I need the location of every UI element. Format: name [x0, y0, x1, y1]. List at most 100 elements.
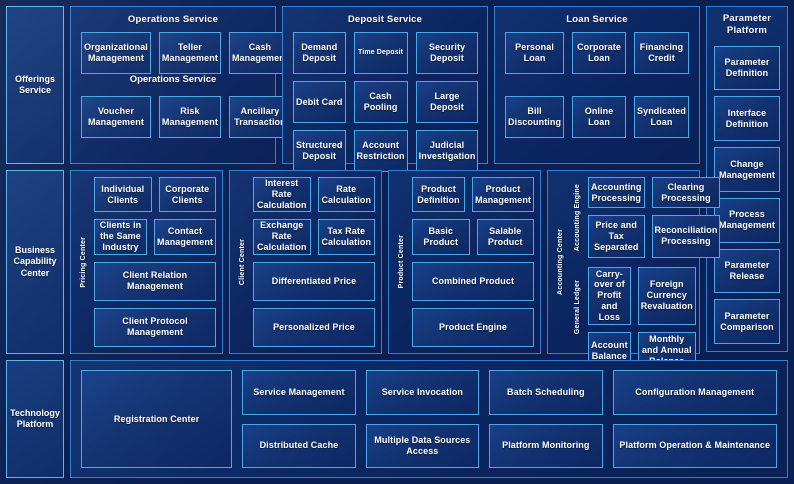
- parameter-item[interactable]: Interface Definition: [714, 96, 780, 142]
- technology-platform-panel: Registration Center Service Management D…: [70, 360, 788, 478]
- service-item[interactable]: Debit Card: [293, 81, 346, 123]
- service-item[interactable]: Time Deposit: [353, 32, 408, 74]
- service-item[interactable]: Cash Management: [228, 32, 291, 74]
- technology-item[interactable]: Distributed Cache: [242, 423, 356, 468]
- accounting-item[interactable]: Reconciliation Processing: [651, 215, 721, 258]
- row-label-business-capability-center: Business Capability Center: [6, 170, 64, 354]
- service-items-operations: Operations Service Organizational Manage…: [71, 30, 291, 163]
- capability-item[interactable]: Individual Clients: [94, 177, 152, 213]
- service-item[interactable]: Cash Pooling: [353, 81, 408, 123]
- technology-item[interactable]: Platform Operation & Maintenance: [612, 423, 777, 468]
- technology-column: Batch Scheduling Platform Monitoring: [489, 370, 603, 468]
- technology-item[interactable]: Service Management: [242, 370, 356, 415]
- technology-item[interactable]: Service Invocation: [365, 370, 480, 415]
- service-item[interactable]: Security Deposit: [415, 32, 479, 74]
- capability-pair: Basic Product Salable Product: [412, 219, 534, 255]
- accounting-item[interactable]: Price and Tax Separated: [588, 215, 645, 258]
- capability-center-vlabel: Product Center: [395, 177, 408, 347]
- service-item[interactable]: Account Restriction: [353, 130, 408, 172]
- service-group-title-deposit: Deposit Service: [347, 14, 423, 25]
- technology-platform-row: Technology Platform Registration Center …: [6, 360, 788, 478]
- technology-item[interactable]: Configuration Management: [612, 370, 777, 415]
- capability-item[interactable]: Interest Rate Calculation: [253, 177, 311, 213]
- capability-item[interactable]: Client Protocol Management: [94, 307, 216, 347]
- capability-pair: Individual Clients Corporate Clients: [94, 177, 216, 213]
- accounting-center-vlabel: Accounting Center: [554, 177, 567, 347]
- row-label-offerings-service: Offerings Service: [6, 6, 64, 164]
- capability-center-vlabel-text: Product Center: [398, 235, 405, 289]
- service-item[interactable]: Corporate Loan: [572, 32, 626, 74]
- service-group-operations: Operations Service Operations Service Or…: [70, 6, 291, 164]
- row-label-technology-platform: Technology Platform: [6, 360, 64, 478]
- accounting-item[interactable]: Clearing Processing: [651, 177, 721, 209]
- capability-center-vlabel-text: Client Center: [239, 238, 246, 286]
- technology-item[interactable]: Batch Scheduling: [489, 370, 603, 415]
- capability-center-accounting: Accounting Center Accounting Engine Acco…: [547, 170, 721, 370]
- capability-pair: Clients in the Same Industry Contact Man…: [94, 219, 216, 255]
- capability-item[interactable]: Basic Product: [412, 219, 470, 255]
- offerings-service-stage: Operations Service Operations Service Or…: [70, 6, 700, 172]
- service-item[interactable]: Online Loan: [572, 96, 626, 138]
- service-item[interactable]: Risk Management: [158, 96, 221, 138]
- capability-center-pricing: Pricing Center Individual Clients Corpor…: [70, 170, 223, 354]
- capability-center-client: Client Center Interest Rate Calculation …: [229, 170, 382, 354]
- capability-item[interactable]: Product Management: [472, 177, 534, 213]
- parameter-item[interactable]: Change Management: [714, 147, 780, 192]
- parameter-item[interactable]: Parameter Definition: [714, 45, 780, 91]
- general-ledger-items: Carry-over of Profit and Loss Foreign Cu…: [588, 266, 696, 370]
- capability-item[interactable]: Clients in the Same Industry: [94, 219, 147, 255]
- capability-item[interactable]: Salable Product: [476, 219, 534, 255]
- service-item[interactable]: Large Deposit: [415, 81, 479, 123]
- service-item[interactable]: Personal Loan: [505, 32, 565, 74]
- service-group-title-loan: Loan Service: [566, 14, 628, 25]
- service-items-deposit: Demand Deposit Time Deposit Security Dep…: [283, 30, 487, 182]
- service-group-deposit: Deposit Service Demand Deposit Time Depo…: [282, 6, 488, 172]
- accounting-center-vlabel-text: Accounting Center: [557, 228, 564, 295]
- service-item[interactable]: Ancillary Transaction: [228, 96, 291, 138]
- service-item[interactable]: Structured Deposit: [293, 130, 346, 172]
- technology-item-registration-center[interactable]: Registration Center: [81, 370, 233, 468]
- service-group-loan: Loan Service Personal Loan Corporate Loa…: [494, 6, 700, 164]
- business-capability-row: Business Capability Center Pricing Cente…: [6, 170, 788, 370]
- service-item[interactable]: Financing Credit: [633, 32, 689, 74]
- accounting-item[interactable]: Accounting Processing: [588, 177, 645, 209]
- accounting-engine-items: Accounting Processing Clearing Processin…: [588, 177, 721, 258]
- capability-item[interactable]: Personalized Price: [253, 307, 375, 347]
- capability-item[interactable]: Product Definition: [412, 177, 465, 213]
- capability-item[interactable]: Product Engine: [412, 307, 534, 347]
- capability-center-body: Product Definition Product Management Ba…: [412, 177, 534, 347]
- capability-item[interactable]: Combined Product: [412, 261, 534, 301]
- parameter-item[interactable]: Parameter Comparison: [714, 299, 780, 344]
- offerings-service-row: Offerings Service Operations Service Ope…: [6, 6, 788, 352]
- capability-item[interactable]: Client Relation Management: [94, 261, 216, 301]
- capability-item[interactable]: Differentiated Price: [253, 261, 375, 301]
- service-item[interactable]: Bill Discounting: [505, 96, 565, 138]
- service-group-title-operations: Operations Service: [127, 14, 219, 25]
- technology-column: Service Invocation Multiple Data Sources…: [365, 370, 480, 468]
- service-item[interactable]: Demand Deposit: [293, 32, 346, 74]
- accounting-item[interactable]: Foreign Currency Revaluation: [637, 266, 696, 326]
- technology-item[interactable]: Platform Monitoring: [489, 423, 603, 468]
- technology-column: Service Management Distributed Cache: [242, 370, 356, 468]
- technology-column: Configuration Management Platform Operat…: [612, 370, 777, 468]
- parameter-item[interactable]: Parameter Release: [714, 248, 780, 294]
- service-item[interactable]: Organizational Management: [81, 32, 151, 74]
- service-item[interactable]: Judicial Investigation: [415, 130, 479, 172]
- capability-item[interactable]: Contact Management: [154, 219, 216, 255]
- accounting-subsection-engine: Accounting Engine Accounting Processing …: [571, 177, 721, 258]
- capability-center-vlabel-text: Pricing Center: [80, 236, 87, 288]
- capability-item[interactable]: Corporate Clients: [158, 177, 216, 213]
- technology-item[interactable]: Multiple Data Sources Access: [365, 423, 480, 468]
- accounting-subsection-general-ledger: General Ledger Carry-over of Profit and …: [571, 266, 696, 370]
- capability-item[interactable]: Exchange Rate Calculation: [253, 219, 311, 255]
- capability-center-vlabel: Pricing Center: [77, 177, 90, 347]
- capability-item[interactable]: Tax Rate Calculation: [317, 219, 375, 255]
- accounting-item[interactable]: Carry-over of Profit and Loss: [588, 266, 631, 326]
- parameter-item[interactable]: Process Management: [714, 197, 780, 243]
- service-item[interactable]: Voucher Management: [81, 96, 151, 138]
- capability-item[interactable]: Rate Calculation: [317, 177, 375, 213]
- service-item[interactable]: Teller Management: [158, 32, 221, 74]
- accounting-center-body: Accounting Engine Accounting Processing …: [571, 177, 721, 370]
- service-item[interactable]: Syndicated Loan: [633, 96, 689, 138]
